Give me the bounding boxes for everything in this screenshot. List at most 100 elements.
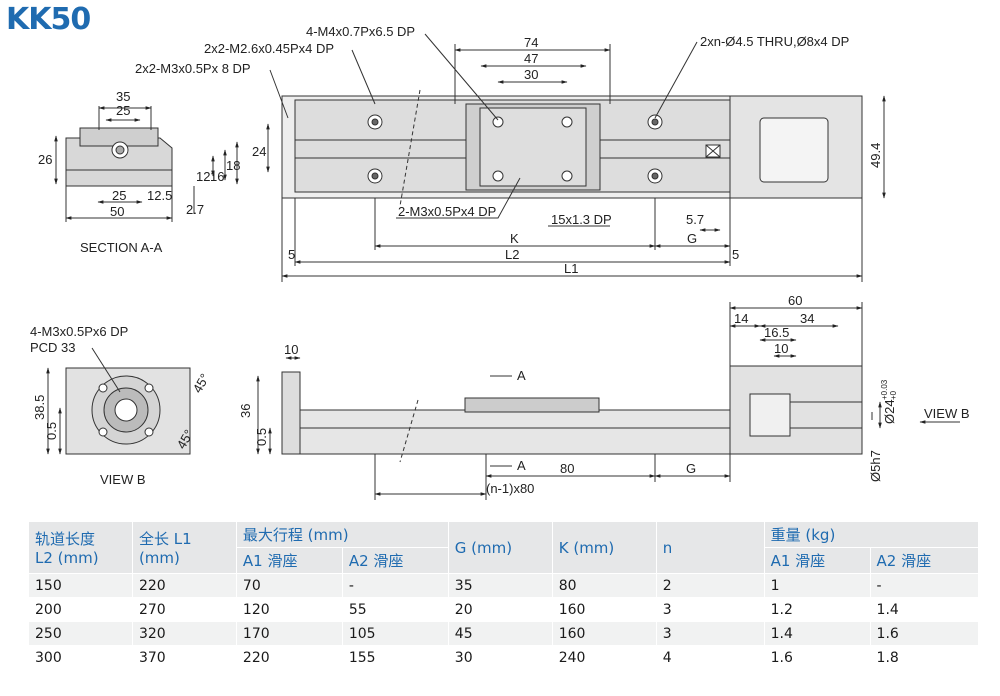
- table-cell: 105: [341, 621, 449, 646]
- table-cell: 300: [28, 645, 133, 670]
- header-g: G (mm): [447, 522, 553, 574]
- view-b-label: VIEW B: [100, 472, 146, 487]
- table-cell: 1.2: [763, 597, 871, 622]
- callout-m4: 4-M4x0.7Px6.5 DP: [306, 24, 415, 39]
- header-stroke-a2: A2 滑座: [341, 547, 449, 574]
- table-row: 150 220 70 - 35 80 2 1 -: [28, 573, 978, 598]
- callout-m3-8: 2x2-M3x0.5Px 8 DP: [135, 61, 251, 76]
- table-cell: 1.6: [763, 645, 871, 670]
- technical-drawing: 35 25 26 12 16 18 25 12.5 50 2.7 SECTION…: [30, 24, 970, 500]
- table-cell: 4: [655, 645, 765, 670]
- dim-16: 16: [210, 169, 224, 184]
- header-weight-a1: A1 滑座: [763, 547, 871, 574]
- callout-m2-6: 2x2-M2.6x0.45Px4 DP: [204, 41, 334, 56]
- table-row: 200 270 120 55 20 160 3 1.2 1.4: [28, 597, 978, 622]
- callout-15x1-3: 15x1.3 DP: [551, 212, 612, 227]
- table-cell: 30: [447, 645, 553, 670]
- header-weight-a2: A2 滑座: [869, 547, 978, 574]
- dim-60: 60: [788, 293, 802, 308]
- dim-n1x80: (n-1)x80: [486, 481, 534, 496]
- view-b-arrow-label: VIEW B: [924, 406, 970, 421]
- table-cell: 1: [763, 573, 871, 598]
- table-cell: 160: [551, 597, 657, 622]
- view-b: [46, 347, 191, 455]
- dim-35: 35: [116, 89, 130, 104]
- side-view-labels: 10 36 0.5 60 14 34 16.5 10 A A 80 G (n-1…: [238, 293, 970, 496]
- dim-18: 18: [226, 158, 240, 173]
- header-rail-length: 轨道长度 L2 (mm): [28, 522, 133, 574]
- dim-50: 50: [110, 204, 124, 219]
- dim-38-5: 38.5: [32, 395, 47, 420]
- dim-16-5: 16.5: [764, 325, 789, 340]
- table-cell: 150: [28, 573, 133, 598]
- table-cell: 320: [131, 621, 237, 646]
- dim-k: K: [510, 231, 519, 246]
- dim-phi5h7: Ø5h7: [868, 450, 883, 482]
- table-cell: 70: [235, 573, 343, 598]
- table-cell: 35: [447, 573, 553, 598]
- dim-36: 36: [238, 404, 253, 418]
- header-weight: 重量 (kg): [763, 522, 978, 548]
- dim-0-5-b: 0.5: [44, 422, 59, 440]
- table-cell: 250: [28, 621, 133, 646]
- table-cell: 2: [655, 573, 765, 598]
- dim-30: 30: [524, 67, 538, 82]
- header-n: n: [655, 522, 765, 574]
- dim-2-7: 2.7: [186, 202, 204, 217]
- dim-49-4: 49.4: [868, 143, 883, 168]
- table-cell: 3: [655, 597, 765, 622]
- table-cell: -: [341, 573, 449, 598]
- angle-45-top: 45°: [190, 371, 213, 396]
- dim-5-left: 5: [288, 247, 295, 262]
- table-cell: 240: [551, 645, 657, 670]
- table-cell: 1.8: [869, 645, 978, 670]
- dim-g-side: G: [686, 461, 696, 476]
- header-total-length: 全长 L1 (mm): [131, 522, 237, 574]
- dim-12-5: 12.5: [147, 188, 172, 203]
- table-cell: 170: [235, 621, 343, 646]
- top-view: [266, 33, 886, 282]
- dim-26: 26: [38, 152, 52, 167]
- dim-l1: L1: [564, 261, 578, 276]
- table-row: 250 320 170 105 45 160 3 1.4 1.6: [28, 621, 978, 646]
- dim-phi24-tol-down: +0: [889, 390, 898, 400]
- table-cell: 20: [447, 597, 553, 622]
- table-cell: 120: [235, 597, 343, 622]
- table-cell: 200: [28, 597, 133, 622]
- table-cell: 155: [341, 645, 449, 670]
- dim-5-7: 5.7: [686, 212, 704, 227]
- table-cell: 370: [131, 645, 237, 670]
- dim-g: G: [687, 231, 697, 246]
- section-a-top: A: [517, 368, 526, 383]
- dim-34: 34: [800, 311, 814, 326]
- callout-m3-6: 4-M3x0.5Px6 DP: [30, 324, 128, 339]
- dim-10-right: 10: [774, 341, 788, 356]
- section-label: SECTION A-A: [80, 240, 163, 255]
- dim-74: 74: [524, 35, 538, 50]
- dim-47: 47: [524, 51, 538, 66]
- table-cell: 270: [131, 597, 237, 622]
- table-cell: 1.4: [763, 621, 871, 646]
- dim-24: 24: [252, 144, 266, 159]
- callout-thru: 2xn-Ø4.5 THRU,Ø8x4 DP: [700, 34, 849, 49]
- product-title: KK50: [6, 2, 91, 37]
- table-cell: 45: [447, 621, 553, 646]
- dim-phi24: Ø24: [882, 399, 897, 424]
- table-cell: 1.4: [869, 597, 978, 622]
- dim-10-left: 10: [284, 342, 298, 357]
- header-k: K (mm): [551, 522, 657, 574]
- table-cell: 160: [551, 621, 657, 646]
- top-view-labels: 4-M4x0.7Px6.5 DP 2x2-M2.6x0.45Px4 DP 2x2…: [135, 24, 883, 276]
- table-cell: 220: [235, 645, 343, 670]
- table-cell: 80: [551, 573, 657, 598]
- section-a-a-view: [54, 106, 239, 222]
- table-row: 300 370 220 155 30 240 4 1.6 1.8: [28, 645, 978, 670]
- dim-0-5-side: 0.5: [254, 428, 269, 446]
- spec-table: 轨道长度 L2 (mm) 全长 L1 (mm) 最大行程 (mm) G (mm)…: [28, 522, 978, 670]
- side-view: [256, 302, 960, 500]
- dim-l2: L2: [505, 247, 519, 262]
- table-cell: 1.6: [869, 621, 978, 646]
- dim-14: 14: [734, 311, 748, 326]
- dim-12: 12: [196, 169, 210, 184]
- dim-5-right: 5: [732, 247, 739, 262]
